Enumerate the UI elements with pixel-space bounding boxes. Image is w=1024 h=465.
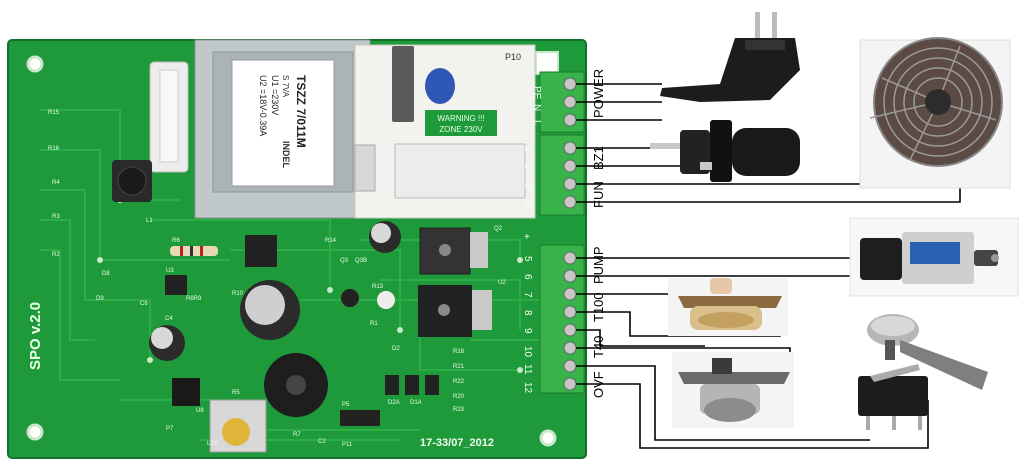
comp-label: R5 xyxy=(232,390,240,396)
board-version: SPO v.2.0 xyxy=(27,302,44,370)
transformer-brand: INDEL xyxy=(281,141,291,169)
thermostat-t100-icon xyxy=(668,278,788,336)
comp-label: LS8 xyxy=(207,441,218,447)
wire-labels: POWER BZ1 FUN PUMP T100 T40 OVF xyxy=(591,69,606,398)
comp-label: Q3 xyxy=(340,258,349,264)
comp-label: D1A xyxy=(410,400,422,406)
hv-zone: WARNING !!! ZONE 230V P10 xyxy=(354,44,536,219)
resistor-r6 xyxy=(170,246,218,256)
comp-label: R13 xyxy=(372,284,384,290)
axial-fan-icon xyxy=(859,37,1011,189)
terminal-block-1-4 xyxy=(539,134,585,216)
pin-12: 12 xyxy=(522,382,533,394)
comp-label: U2 xyxy=(498,280,506,286)
pin-9: 9 xyxy=(522,328,533,334)
pin-pe: PE xyxy=(531,86,542,100)
comp-label: R14 xyxy=(325,238,337,244)
pin-6: 6 xyxy=(522,274,533,280)
comp-label: R21 xyxy=(453,364,465,370)
comp-label: R15 xyxy=(48,110,60,116)
comp-label: D2 xyxy=(392,346,400,352)
pin-4: 4 xyxy=(522,200,533,206)
pin-n: N xyxy=(531,104,542,111)
plus-sign: + xyxy=(524,232,530,243)
pin-5: 5 xyxy=(522,256,533,262)
comp-label: L1 xyxy=(146,218,153,224)
board-fuse xyxy=(149,61,189,173)
comp-label: C6 xyxy=(140,301,148,307)
power-plug-icon xyxy=(660,12,800,102)
transformer-u2: U2 =18V-0.39A xyxy=(258,75,268,136)
comp-label: U3 xyxy=(166,268,174,274)
comp-label: D9 xyxy=(96,296,104,302)
capacitors xyxy=(149,221,401,361)
comp-label: Q2 xyxy=(494,226,503,232)
comp-label: R20 xyxy=(453,394,465,400)
connector-label: P10 xyxy=(505,52,521,62)
label-pump: PUMP xyxy=(591,246,606,284)
comp-label: U8 xyxy=(196,408,204,414)
terminal-block-5-12 xyxy=(539,244,585,394)
component-labels: R15 R16 R4 R3 R2 L1 R6 U3 D8 D9 C6 R8R9 … xyxy=(48,110,506,448)
microswitch-icon xyxy=(858,364,928,430)
float-switch-icon xyxy=(867,314,988,390)
label-power: POWER xyxy=(591,69,606,118)
comp-label: P11 xyxy=(342,442,353,448)
inductor-l1 xyxy=(112,160,152,202)
label-ovf: OVF xyxy=(591,371,606,398)
transformer-model: TSZZ 7/011M xyxy=(294,75,308,148)
comp-label: R16 xyxy=(48,146,60,152)
comp-label: R8R9 xyxy=(186,296,202,302)
pin-3: 3 xyxy=(522,182,533,188)
warning-line2: ZONE 230V xyxy=(439,125,483,134)
pump-motor-icon xyxy=(849,217,1019,297)
ic-chips xyxy=(165,235,439,426)
comp-label: R7 xyxy=(293,432,301,438)
comp-label: R1 xyxy=(370,321,378,327)
pin-11: 11 xyxy=(522,364,533,375)
pin-10: 10 xyxy=(522,346,533,358)
comp-label: P7 xyxy=(166,426,174,432)
comp-label: P5 xyxy=(342,402,350,408)
pin-labels-top: 1 2 3 4 xyxy=(522,146,533,206)
label-t100: T100 xyxy=(591,292,606,322)
thermostat-t40-icon xyxy=(672,352,794,428)
transformer-u1: U1 =230V xyxy=(270,75,280,115)
board-date-code: 17-33/07_2012 xyxy=(420,437,494,449)
label-bz1: BZ1 xyxy=(591,146,606,170)
pin-1: 1 xyxy=(522,146,533,152)
pin-7: 7 xyxy=(522,292,533,298)
comp-label: R22 xyxy=(453,379,465,385)
comp-label: D2A xyxy=(388,400,400,406)
comp-label: R6 xyxy=(172,238,180,244)
pin-l: L xyxy=(531,120,542,126)
comp-label: R23 xyxy=(453,407,465,413)
fuse-holder-icon xyxy=(650,120,800,182)
comp-label: Q3B xyxy=(355,258,367,264)
comp-label: D8 xyxy=(102,271,110,277)
warning-line1: WARNING !!! xyxy=(437,114,484,123)
power-pin-labels: PE N L xyxy=(531,86,542,126)
transformer-rating: S 7VA xyxy=(281,75,290,98)
comp-label: R18 xyxy=(453,349,465,355)
potentiometer xyxy=(264,353,328,417)
comp-label: R4 xyxy=(52,180,60,186)
buzzer xyxy=(209,399,267,453)
label-fun: FUN xyxy=(591,181,606,208)
comp-label: R3 xyxy=(52,214,60,220)
power-transistors xyxy=(418,227,492,337)
pin-2: 2 xyxy=(522,164,533,170)
label-t40: T40 xyxy=(591,336,606,358)
pin-labels-bottom: 5 6 7 8 9 10 11 12 xyxy=(522,256,533,394)
comp-label: C4 xyxy=(165,316,173,322)
comp-label: R2 xyxy=(52,252,60,258)
transformer: INDEL TSZZ 7/011M S 7VA U1 =230V U2 =18V… xyxy=(194,39,371,219)
comp-label: R10 xyxy=(232,291,244,297)
pin-8: 8 xyxy=(522,310,533,316)
comp-label: K1 xyxy=(432,206,440,212)
comp-label: C2 xyxy=(318,439,326,445)
